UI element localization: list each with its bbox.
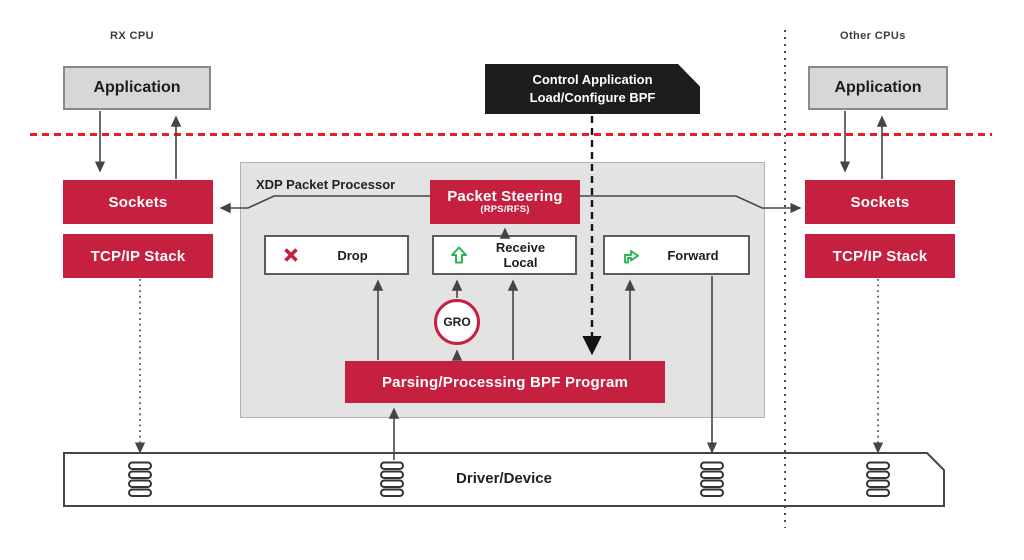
application-box-left: Application: [63, 66, 211, 110]
sockets-box-right: Sockets: [805, 180, 955, 224]
receive-local-up-arrow-icon: [451, 246, 467, 264]
tcpip-stack-box-left: TCP/IP Stack: [63, 234, 213, 278]
application-box-right: Application: [808, 66, 948, 110]
forward-action-box: Forward: [603, 235, 750, 275]
forward-arrow-icon: [624, 250, 639, 264]
cpu-separator-line: [784, 30, 786, 528]
xdp-packet-processor-title: XDP Packet Processor: [256, 177, 396, 192]
control-application-banner: Control Application Load/Configure BPF: [485, 64, 700, 114]
forward-label: Forward: [667, 247, 719, 263]
control-application-line1: Control Application: [532, 71, 653, 87]
rx-queue-icon-4: [866, 461, 890, 497]
control-application-line2: Load/Configure BPF: [529, 90, 656, 105]
drop-x-icon: [284, 248, 298, 262]
sockets-box-left: Sockets: [63, 180, 213, 224]
drop-label: Drop: [337, 247, 368, 263]
tcpip-stack-box-right: TCP/IP Stack: [805, 234, 955, 278]
rx-cpu-label: RX CPU: [110, 30, 154, 42]
drop-action-box: Drop: [264, 235, 409, 275]
rx-queue-icon-3: [700, 461, 724, 497]
user-kernel-boundary-line: [30, 133, 992, 136]
bpf-program-box: Parsing/Processing BPF Program: [345, 361, 665, 403]
receive-local-label: Receive Local: [495, 240, 546, 270]
rx-queue-icon-2: [380, 461, 404, 497]
other-cpus-label: Other CPUs: [840, 30, 906, 42]
rx-queue-icon-1: [128, 461, 152, 497]
receive-local-action-box: Receive Local: [432, 235, 577, 275]
packet-steering-sublabel: (RPS/RFS): [480, 204, 530, 216]
gro-circle: GRO: [434, 299, 480, 345]
driver-device-box: Driver/Device: [63, 452, 945, 507]
driver-device-label: Driver/Device: [456, 470, 552, 487]
packet-steering-box: Packet Steering (RPS/RFS): [430, 180, 580, 224]
packet-steering-label: Packet Steering: [447, 187, 563, 205]
